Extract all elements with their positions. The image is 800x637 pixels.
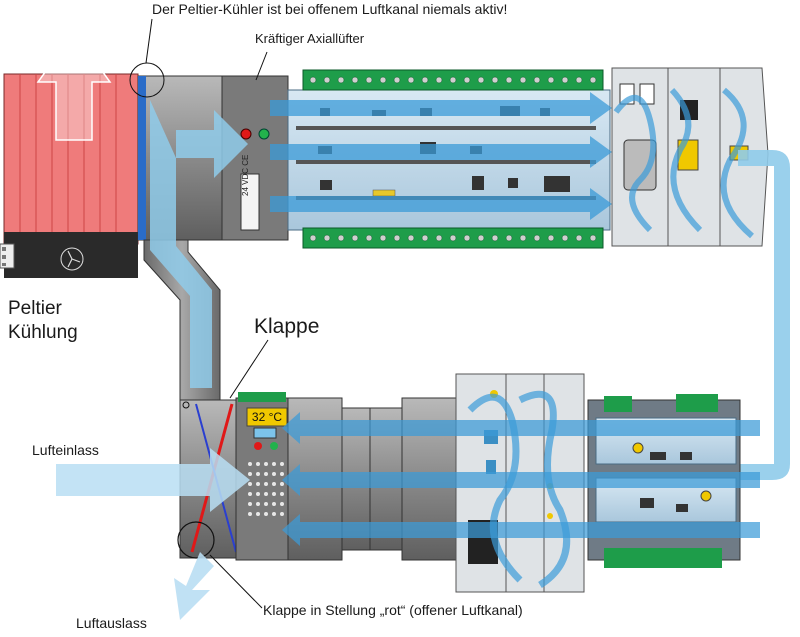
callout-lines [129, 18, 269, 609]
air-inlet-label: Lufteinlass [32, 442, 99, 458]
temperature-display [246, 407, 288, 427]
klappe-position-label: Klappe in Stellung „rot“ (offener Luftka… [263, 602, 523, 618]
peltier-fins [19, 74, 117, 244]
return-air-duct [706, 150, 790, 494]
red-led [240, 128, 252, 140]
bottom-airflow-arrows [282, 412, 760, 546]
top-airflow-arrows [270, 92, 612, 220]
red-led [254, 442, 262, 450]
temperature-readout: 32 °C [251, 410, 283, 424]
duct-airflow-arrow [150, 100, 248, 388]
peltier-warning-note: Der Peltier-Kühler ist bei offenem Luftk… [152, 1, 508, 17]
voltage-text: 24 VDC [241, 167, 250, 196]
fan-voltage-label: 24 VDC CE [241, 155, 250, 196]
sub-d-connector [623, 139, 657, 191]
controller-module [235, 392, 289, 561]
green-led [258, 128, 270, 140]
green-led [270, 442, 278, 450]
klappe-label: Klappe [254, 315, 320, 338]
fan-label: Kräftiger Axiallüfter [255, 31, 365, 46]
peltier-label: Peltier Kühlung [8, 298, 78, 343]
ce-mark: CE [241, 154, 250, 166]
air-outlet-label: Luftauslass [76, 615, 147, 631]
air-outlet-arrow [174, 552, 214, 620]
peltier-cooler [0, 30, 139, 278]
fan-icon [60, 247, 84, 271]
hot-air-up-arrow [36, 30, 112, 141]
air-inlet-arrow [56, 448, 250, 512]
top-right-modules [611, 67, 769, 247]
